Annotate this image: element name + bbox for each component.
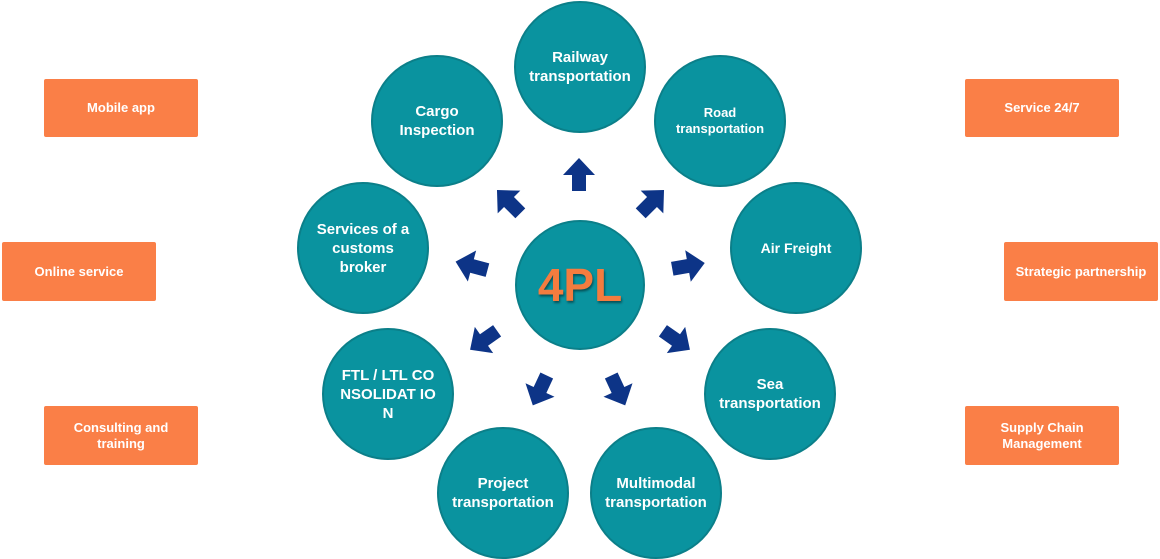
service-label: Cargo Inspection <box>399 103 475 139</box>
feature-box-online-service: Online service <box>2 242 156 301</box>
arrow-down-right-icon <box>658 325 690 354</box>
service-label: Sea transportation <box>719 376 821 412</box>
arrow-down-left-icon <box>525 372 555 406</box>
feature-label: Supply Chain Management <box>1000 419 1084 451</box>
service-air-freight: Air Freight <box>730 182 862 314</box>
service-project: Project transportation <box>437 427 569 559</box>
feature-box-service-24-7: Service 24/7 <box>965 79 1119 137</box>
service-road: Road transportation <box>654 55 786 187</box>
arrow-up-left-icon <box>496 189 526 219</box>
arrow-down-right-icon <box>603 372 633 406</box>
feature-box-mobile-app: Mobile app <box>44 79 198 137</box>
feature-label: Service 24/7 <box>1004 100 1080 115</box>
arrow-right-icon <box>671 250 705 282</box>
service-label: FTL / LTL CONSOLIDAT ION <box>340 366 436 422</box>
feature-box-consulting-training: Consulting and training <box>44 406 198 465</box>
arrow-up-right-icon <box>635 189 665 219</box>
service-label: Services of a customs broker <box>316 220 410 276</box>
arrow-down-left-icon <box>470 325 502 354</box>
service-sea: Sea transportation <box>704 328 836 460</box>
center-label: 4PL <box>537 259 623 311</box>
feature-label: Consulting and training <box>73 419 169 451</box>
feature-box-strategic-partnership: Strategic partnership <box>1004 242 1158 301</box>
service-customs-broker: Services of a customs broker <box>297 182 429 314</box>
feature-label: Mobile app <box>87 100 155 115</box>
service-cargo-inspection: Cargo Inspection <box>371 55 503 187</box>
arrow-up-icon <box>563 158 595 191</box>
service-label: Air Freight <box>760 239 832 256</box>
arrow-left-icon <box>455 250 490 282</box>
service-multimodal: Multimodal transportation <box>590 427 722 559</box>
service-ftl-ltl: FTL / LTL CONSOLIDAT ION <box>322 328 454 460</box>
service-label: Road transportation <box>675 105 765 136</box>
service-label: Railway transportation <box>529 49 631 85</box>
center-hub-4pl: 4PL <box>515 220 645 350</box>
feature-label: Strategic partnership <box>1015 263 1147 279</box>
service-label: Project transportation <box>452 475 554 511</box>
service-label: Multimodal transportation <box>605 475 707 511</box>
feature-label: Online service <box>34 263 124 279</box>
service-railway: Railway transportation <box>514 1 646 133</box>
feature-box-supply-chain: Supply Chain Management <box>965 406 1119 465</box>
